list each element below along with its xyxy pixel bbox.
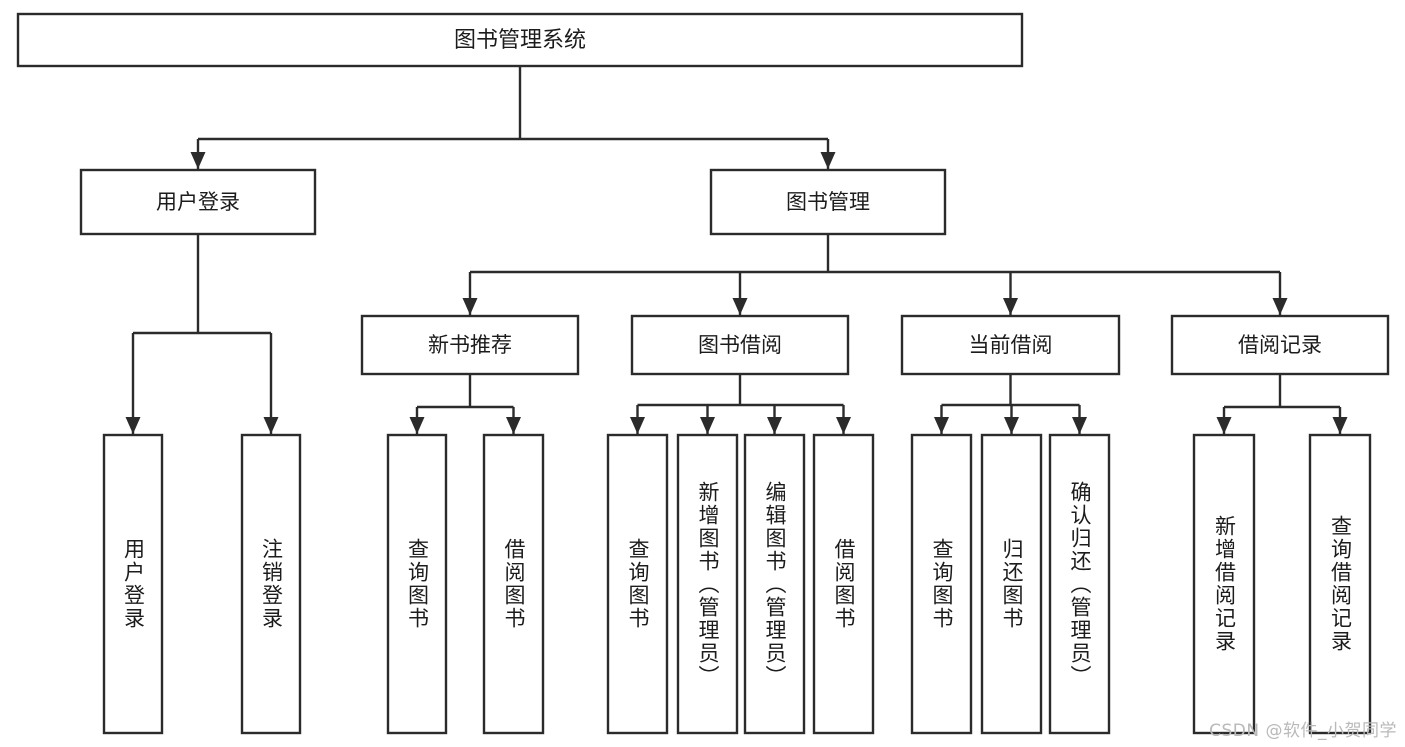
- node-box-return-book[interactable]: [980, 433, 1043, 735]
- node-label-book-borrow: 图书借阅: [698, 333, 782, 357]
- node-box-borrow-book-2[interactable]: [812, 433, 875, 735]
- node-box-edit-book-admin[interactable]: [743, 433, 806, 735]
- arrow-head-current-borrow: [1003, 298, 1018, 315]
- arrow-head-query-book-1: [409, 417, 425, 434]
- node-box-add-book-admin[interactable]: [676, 433, 739, 735]
- node-box-user-logout[interactable]: [240, 433, 302, 735]
- arrow-head-query-borrow-record: [1332, 417, 1348, 434]
- node-box-confirm-return-admin[interactable]: [1048, 433, 1111, 735]
- arrow-head-borrow-book-2: [836, 417, 851, 434]
- node-box-user-login[interactable]: [79, 168, 317, 236]
- node-label-book-manage: 图书管理: [786, 190, 870, 214]
- arrow-head-query-book-3: [934, 417, 949, 434]
- node-box-user-login-do[interactable]: [102, 433, 164, 735]
- node-box-root[interactable]: [16, 12, 1024, 68]
- arrow-head-add-borrow-record: [1216, 417, 1232, 434]
- node-box-borrow-record[interactable]: [1170, 314, 1390, 376]
- node-box-book-manage[interactable]: [709, 168, 947, 236]
- node-box-query-book-1[interactable]: [386, 433, 448, 735]
- arrow-head-new-book-recommend: [462, 298, 478, 315]
- connector-layer: [125, 66, 1348, 434]
- arrow-head-user-login: [190, 152, 206, 169]
- arrow-head-query-book-2: [630, 417, 645, 434]
- node-box-add-borrow-record[interactable]: [1192, 433, 1256, 735]
- arrow-head-confirm-return-admin: [1072, 417, 1087, 434]
- csdn-watermark: CSDN @软件_小贺同学: [1209, 721, 1397, 741]
- node-label-current-borrow: 当前借阅: [969, 333, 1053, 357]
- arrow-head-edit-book-admin: [767, 417, 782, 434]
- node-box-layer: [16, 12, 1390, 735]
- node-box-book-borrow[interactable]: [630, 314, 850, 376]
- arrow-head-return-book: [1004, 417, 1019, 434]
- node-box-borrow-book-1[interactable]: [482, 433, 545, 735]
- node-label-root: 图书管理系统: [454, 28, 586, 53]
- arrow-head-user-logout: [263, 417, 279, 434]
- arrow-head-user-login-do: [125, 417, 141, 434]
- node-label-new-book-recommend: 新书推荐: [428, 333, 512, 357]
- arrow-head-add-book-admin: [700, 417, 715, 434]
- node-box-new-book-recommend[interactable]: [360, 314, 580, 376]
- node-box-current-borrow[interactable]: [900, 314, 1121, 376]
- node-box-query-book-3[interactable]: [910, 433, 973, 735]
- node-label-borrow-record: 借阅记录: [1238, 333, 1322, 357]
- arrow-head-borrow-book-1: [506, 417, 521, 434]
- node-label-user-login: 用户登录: [156, 190, 240, 214]
- arrow-head-book-manage: [820, 152, 836, 169]
- arrow-head-borrow-record: [1272, 298, 1288, 315]
- node-box-query-borrow-record[interactable]: [1308, 433, 1372, 735]
- node-box-query-book-2[interactable]: [606, 433, 669, 735]
- arrow-head-book-borrow: [732, 298, 748, 315]
